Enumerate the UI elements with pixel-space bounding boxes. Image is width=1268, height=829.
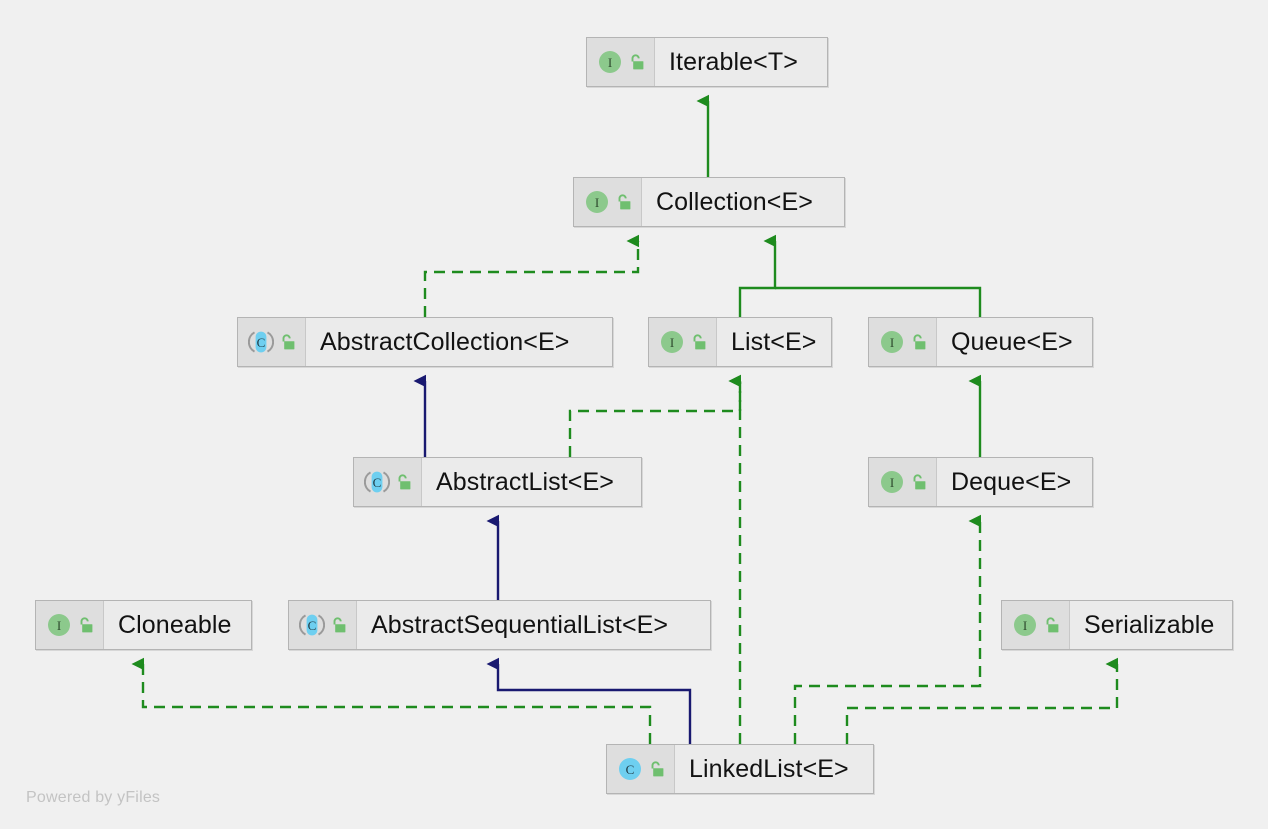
class-name-label: Collection<E> (656, 187, 813, 216)
class-name-label: Cloneable (118, 610, 232, 639)
node-icon-group: C (238, 318, 306, 366)
svg-text:C: C (257, 335, 266, 350)
interface-badge-icon: I (879, 469, 905, 495)
unlocked-padlock-icon (628, 53, 645, 72)
edge-abstract-collection-to-collection (423, 234, 640, 317)
node-icon-group: I (587, 38, 655, 86)
edge-linked-list-to-abstract-sequential-list (486, 657, 692, 744)
class-name-label: Iterable<T> (669, 47, 798, 76)
node-icon-group: C (354, 458, 422, 506)
svg-text:I: I (670, 335, 674, 350)
interface-badge-icon: I (597, 49, 623, 75)
class-name-label: Deque<E> (951, 467, 1072, 496)
class-name-label: List<E> (731, 327, 817, 356)
unlocked-padlock-icon (615, 193, 632, 212)
svg-text:I: I (595, 195, 599, 210)
svg-text:I: I (890, 475, 894, 490)
edge-linked-list-to-cloneable (131, 657, 652, 744)
unlocked-padlock-icon (910, 333, 927, 352)
svg-text:I: I (608, 55, 612, 70)
class-node-list[interactable]: I List<E> (648, 317, 832, 367)
class-name-label: Serializable (1084, 610, 1215, 639)
edge-linked-list-to-serializable (845, 657, 1119, 744)
node-icon-group: I (574, 178, 642, 226)
abstract-class-badge-icon: C (364, 469, 390, 495)
unlocked-padlock-icon (330, 616, 347, 635)
class-node-linked-list[interactable]: C LinkedList<E> (606, 744, 874, 794)
unlocked-padlock-icon (1043, 616, 1060, 635)
interface-badge-icon: I (1012, 612, 1038, 638)
class-name-label: AbstractSequentialList<E> (371, 610, 669, 639)
class-name-label: AbstractCollection<E> (320, 327, 570, 356)
abstract-class-badge-icon: C (299, 612, 325, 638)
unlocked-padlock-icon (690, 333, 707, 352)
unlocked-padlock-icon (648, 760, 665, 779)
class-node-cloneable[interactable]: I Cloneable (35, 600, 252, 650)
unlocked-padlock-icon (395, 473, 412, 492)
node-icon-group: I (869, 318, 937, 366)
class-node-iterable[interactable]: I Iterable<T> (586, 37, 828, 87)
svg-text:I: I (890, 335, 894, 350)
class-node-queue[interactable]: I Queue<E> (868, 317, 1093, 367)
interface-badge-icon: I (879, 329, 905, 355)
node-icon-group: I (1002, 601, 1070, 649)
interface-badge-icon: I (659, 329, 685, 355)
edge-queue-to-collection (775, 286, 982, 317)
class-name-label: Queue<E> (951, 327, 1073, 356)
svg-text:I: I (57, 618, 61, 633)
class-node-deque[interactable]: I Deque<E> (868, 457, 1093, 507)
node-icon-group: I (869, 458, 937, 506)
class-node-abstract-list[interactable]: C AbstractList<E> (353, 457, 642, 507)
yfiles-watermark: Powered by yFiles (26, 789, 161, 806)
node-icon-group: I (36, 601, 104, 649)
node-icon-group: C (607, 745, 675, 793)
edge-linked-list-to-deque (793, 514, 982, 744)
unlocked-padlock-icon (910, 473, 927, 492)
abstract-class-badge-icon: C (248, 329, 274, 355)
edge-list-to-collection (738, 234, 777, 317)
svg-text:C: C (373, 475, 382, 490)
svg-text:C: C (626, 762, 635, 777)
svg-text:I: I (1023, 618, 1027, 633)
interface-badge-icon: I (584, 189, 610, 215)
unlocked-padlock-icon (77, 616, 94, 635)
unlocked-padlock-icon (279, 333, 296, 352)
class-node-serializable[interactable]: I Serializable (1001, 600, 1233, 650)
edge-abstract-list-to-list (568, 374, 742, 457)
class-name-label: AbstractList<E> (436, 467, 614, 496)
svg-text:C: C (308, 618, 317, 633)
class-node-abstract-sequential-list[interactable]: C AbstractSequentialList<E> (288, 600, 711, 650)
class-name-label: LinkedList<E> (689, 754, 849, 783)
node-icon-group: I (649, 318, 717, 366)
class-node-collection[interactable]: I Collection<E> (573, 177, 845, 227)
class-node-abstract-collection[interactable]: C AbstractCollection<E> (237, 317, 613, 367)
interface-badge-icon: I (46, 612, 72, 638)
class-badge-icon: C (617, 756, 643, 782)
node-icon-group: C (289, 601, 357, 649)
